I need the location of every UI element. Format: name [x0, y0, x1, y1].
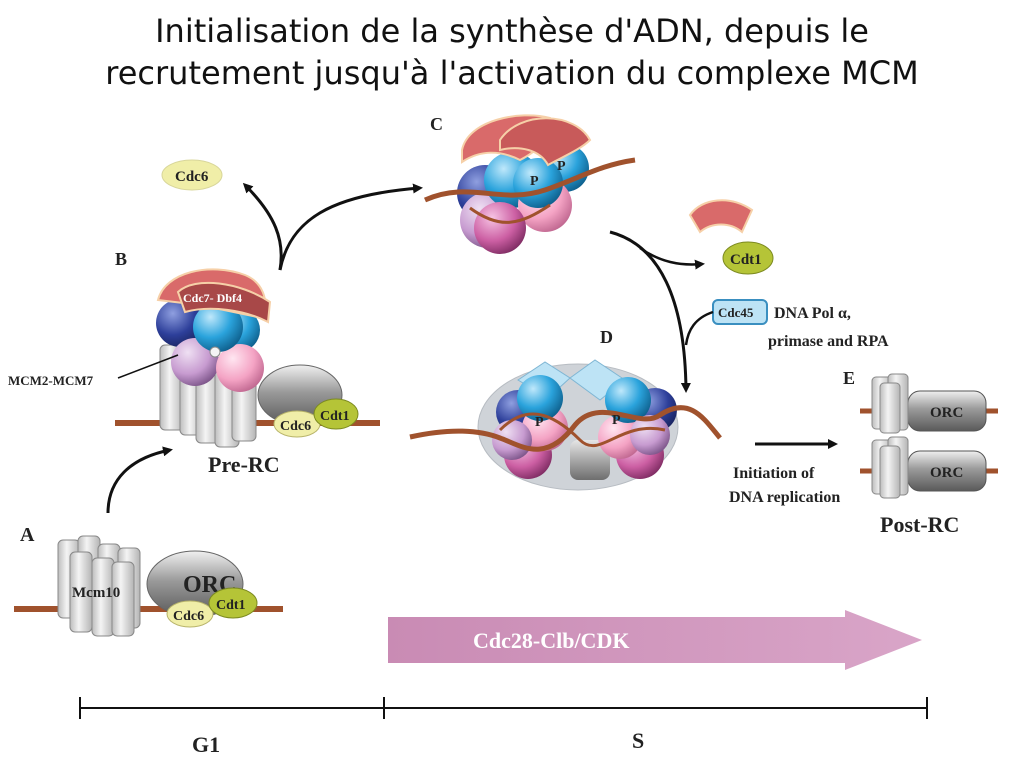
phospho-c-2: P	[557, 159, 566, 174]
cdc6-label-b: Cdc6	[280, 419, 311, 434]
cdc45-pointer	[684, 310, 714, 346]
cdc7-shape-b	[176, 281, 272, 324]
panel-c-group: C P P	[423, 114, 636, 254]
dbf4-released	[688, 199, 754, 234]
arrow-b-to-c	[278, 183, 423, 271]
pre-rc-label: Pre-RC	[208, 452, 280, 477]
phospho-c-1: P	[530, 174, 539, 189]
panel-label-a: A	[20, 524, 35, 546]
mcm-cylinders-e-2	[871, 436, 909, 499]
phase-g1-label: G1	[192, 732, 220, 757]
cdc6-released	[161, 159, 223, 191]
cdt1-released	[722, 241, 774, 275]
panel-b-group: B Cdc7- Dbf4 Cdc6 Cdt1 MCM2-MCM7 Pre-RC	[8, 249, 380, 477]
cdt1-released-label: Cdt1	[730, 252, 762, 268]
post-rc-label: Post-RC	[880, 512, 959, 537]
panel-label-b: B	[115, 249, 127, 269]
phospho-d-1: P	[535, 415, 544, 430]
arrow-c-to-d	[609, 230, 691, 393]
cell-cycle-timeline	[79, 697, 928, 719]
cdc6-a	[166, 600, 214, 628]
panel-e-group: E ORC ORC Post-RC	[843, 368, 998, 537]
dna-pol-line-1: DNA Pol α,	[774, 305, 851, 322]
mcm2-mcm7-label: MCM2-MCM7	[8, 373, 94, 388]
initiation-line-2: DNA replication	[729, 489, 840, 506]
mcm2-mcm7-pointer	[117, 354, 179, 379]
mcm10-label: Mcm10	[72, 585, 120, 601]
panel-label-e: E	[843, 368, 855, 388]
panel-d-group: D P P	[409, 327, 722, 491]
mcm10-cylinders	[57, 535, 141, 637]
dna-strand-d-1	[409, 405, 722, 452]
dna-strand-d-2	[498, 412, 666, 448]
dna-strand-c-2	[469, 203, 551, 224]
arrow-b-to-cdc6	[242, 182, 283, 271]
cdt1-label-b: Cdt1	[320, 409, 350, 424]
cdt1-b	[313, 398, 359, 430]
title-line-2: recrutement jusqu'à l'activation du comp…	[105, 54, 919, 92]
arrow-a-to-b	[106, 446, 173, 514]
title-line-1: Initialisation de la synthèse d'ADN, dep…	[155, 12, 869, 50]
cdc6-released-label: Cdc6	[175, 169, 209, 185]
cdk-kinase-arrow	[388, 610, 922, 670]
phase-s-label: S	[632, 728, 644, 753]
mcm-cylinders-e-1	[871, 373, 909, 434]
dna-pol-line-2: primase and RPA	[768, 333, 889, 350]
initiation-line-1: Initiation of	[733, 465, 815, 482]
cdc7-shape-c	[499, 117, 592, 167]
panel-label-c: C	[430, 114, 443, 134]
page-title: Initialisation de la synthèse d'ADN, dep…	[0, 10, 1024, 94]
arrow-to-cdt1	[639, 246, 705, 270]
panel-label-d: D	[600, 327, 613, 347]
cdc7-dbf4-label: Cdc7- Dbf4	[183, 291, 242, 305]
dna-strand-c-1	[423, 157, 636, 203]
polymerase-d	[570, 440, 610, 480]
orc-label-e-2: ORC	[930, 465, 963, 481]
cdc6-label-a: Cdc6	[173, 609, 204, 624]
phospho-d-2: P	[612, 413, 621, 428]
cdk-kinase-label: Cdc28-Clb/CDK	[473, 628, 629, 653]
cdt1-a	[208, 587, 258, 619]
cdt1-label-a: Cdt1	[216, 598, 246, 613]
orc-label-e-1: ORC	[930, 405, 963, 421]
cdc45-label: Cdc45	[718, 305, 754, 320]
panel-a-group: A ORC Mcm10 Cdc6 Cdt1	[14, 524, 283, 637]
